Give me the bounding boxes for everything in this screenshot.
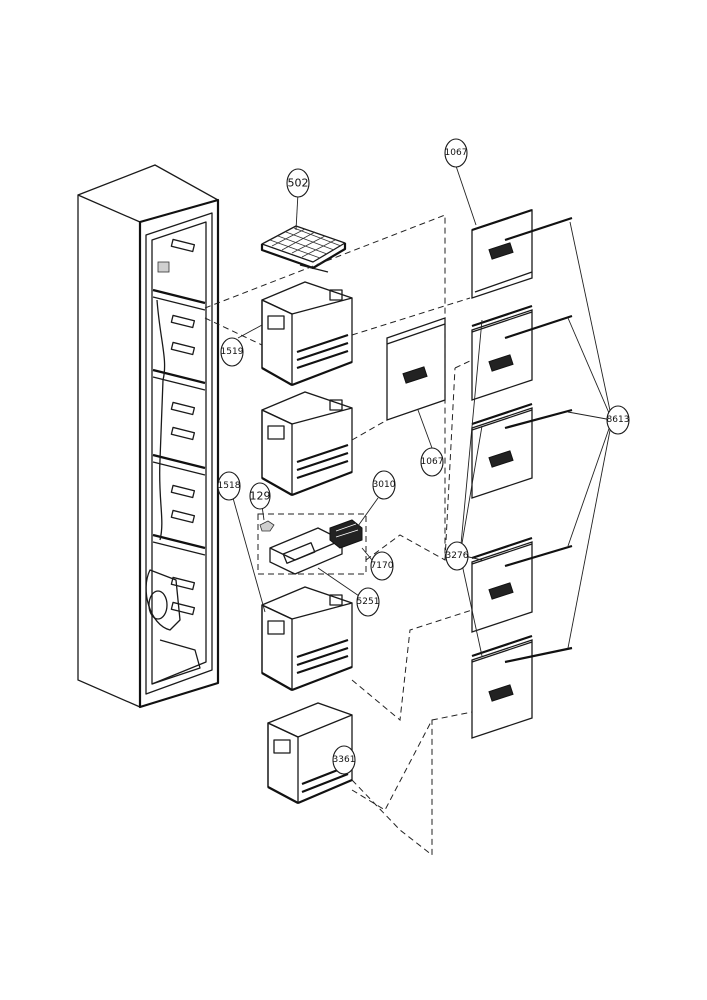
callout-3010: 3010 <box>372 470 396 500</box>
wire-shelf <box>260 225 347 273</box>
callout-label: 3010 <box>373 480 396 490</box>
refrigerator-cabinet <box>77 164 220 709</box>
callout-7170: 7170 <box>370 551 394 581</box>
callout-1067-top: 1067 <box>444 138 468 168</box>
callout-label: 1518 <box>218 481 241 491</box>
callout-3361: 3361 <box>332 745 356 775</box>
callout-label: 8613 <box>607 415 630 425</box>
glass-shelf-1 <box>471 208 573 299</box>
callout-label: 3276 <box>446 551 469 561</box>
glass-shelf-5 <box>471 634 573 739</box>
freezer-drawer-3 <box>261 586 353 692</box>
callout-1518: 1518 <box>217 471 241 501</box>
callout-label: 1067 <box>445 148 468 158</box>
callout-label: 502 <box>288 177 309 190</box>
callout-1067-center: 1067 <box>420 447 444 477</box>
cabinet-rails <box>152 288 206 556</box>
assembly-guide-lines <box>204 214 473 857</box>
callout-8613: 8613 <box>606 405 630 435</box>
callout-label: 5251 <box>357 597 380 607</box>
callout-129: 129 <box>249 482 271 510</box>
glass-shelf-4 <box>471 536 573 633</box>
freezer-drawer-4 <box>267 702 353 805</box>
callout-label: 129 <box>250 490 271 503</box>
ice-tray-assembly <box>257 513 367 575</box>
callout-5251: 5251 <box>356 587 380 617</box>
callout-label: 3361 <box>333 755 356 765</box>
glass-shelf-3 <box>471 402 573 499</box>
freezer-drawer-1 <box>261 281 353 387</box>
cabinet-shelf-slots <box>170 238 196 616</box>
callout-1519: 1519 <box>220 337 244 367</box>
glass-shelf-2 <box>471 304 573 401</box>
glass-panel-center <box>386 317 446 421</box>
callout-label: 7170 <box>371 561 394 571</box>
callout-502: 502 <box>286 168 310 198</box>
callout-3276: 3276 <box>445 541 469 571</box>
freezer-drawer-2 <box>261 391 353 497</box>
callout-label: 1519 <box>221 347 244 357</box>
callout-label: 1067 <box>421 457 444 467</box>
